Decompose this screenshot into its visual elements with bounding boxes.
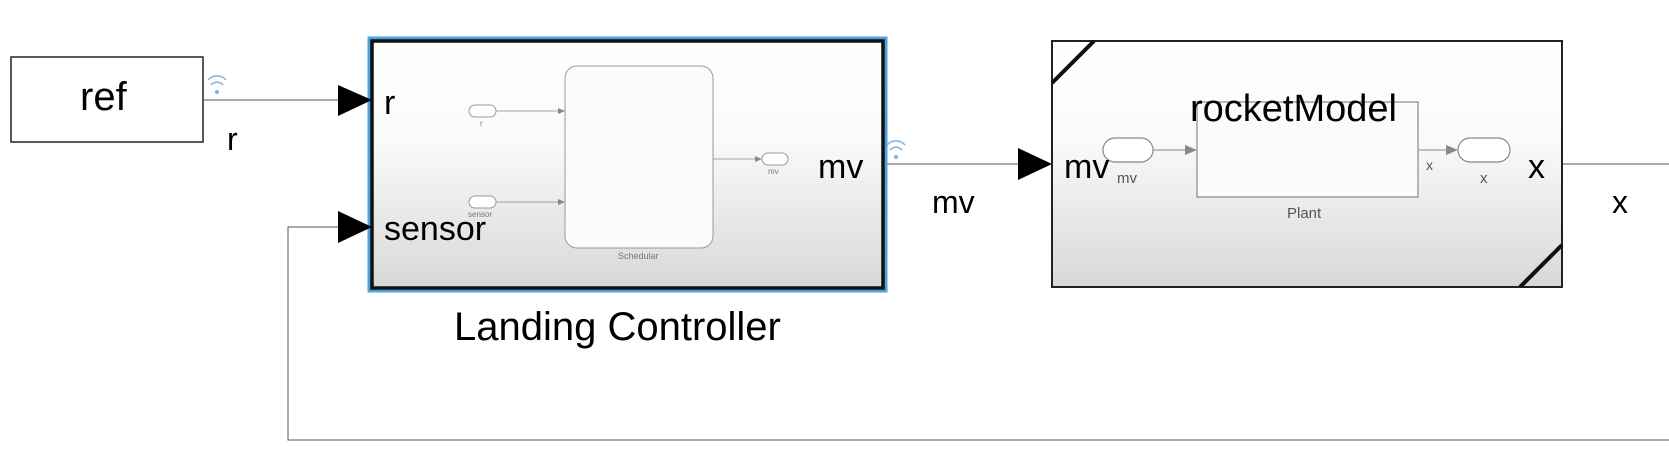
signal-label-x[interactable]: x [1612, 184, 1628, 220]
rocket-model-title: rocketModel [1190, 88, 1397, 130]
inner-outport-mv-label: mv [768, 167, 779, 176]
landing-controller-selection-outline [367, 36, 888, 293]
rocket-model-port-mv: mv [1064, 148, 1110, 186]
ref-block-label: ref [80, 75, 127, 119]
signal-label-r[interactable]: r [227, 121, 238, 157]
port-arrow-sensor [338, 211, 372, 243]
landing-controller-title: Landing Controller [454, 305, 781, 349]
inner-arrow-mv [755, 156, 762, 162]
ref-block[interactable] [10, 56, 204, 143]
landing-controller-port-sensor: sensor [384, 210, 487, 248]
plant-inner-signal-x-label: x [1426, 157, 1433, 173]
rocket-model-port-x: x [1528, 148, 1545, 186]
inner-inport-mv-rocket [1102, 137, 1154, 163]
rocket-inner-inport-mv-label: mv [1117, 170, 1137, 187]
inner-inport-sensor [468, 195, 497, 209]
inner-arrow-r [558, 108, 565, 114]
schedular-label: Schedular [618, 251, 659, 261]
inner-inport-r [468, 104, 497, 118]
feedback-line-sensor[interactable] [287, 226, 1669, 441]
model-reference-corner-bottom [1518, 243, 1564, 289]
inner-arrow-sensor [558, 199, 565, 205]
inner-inport-sensor-label: sensor [468, 210, 493, 219]
plant-label: Plant [1287, 205, 1322, 222]
rocket-inner-outport-x-label: x [1480, 170, 1488, 187]
port-arrow-r [338, 85, 372, 116]
signal-logging-icon-r[interactable] [207, 75, 227, 94]
landing-controller-port-r: r [384, 84, 396, 122]
landing-controller-port-mv: mv [818, 148, 864, 186]
inner-inport-r-label: r [480, 119, 483, 128]
inner-outport-x [1457, 137, 1511, 163]
model-reference-corner-top [1050, 39, 1096, 85]
signal-logging-icon-mv[interactable] [886, 140, 906, 159]
schedular-block [564, 65, 714, 249]
port-arrow-mv [1018, 148, 1052, 180]
inner-outport-mv [761, 152, 789, 166]
plant-block [1196, 101, 1419, 198]
inner-arrow-mv-rocket [1185, 145, 1197, 155]
signal-label-mv[interactable]: mv [932, 184, 975, 220]
inner-arrow-x [1446, 145, 1458, 155]
